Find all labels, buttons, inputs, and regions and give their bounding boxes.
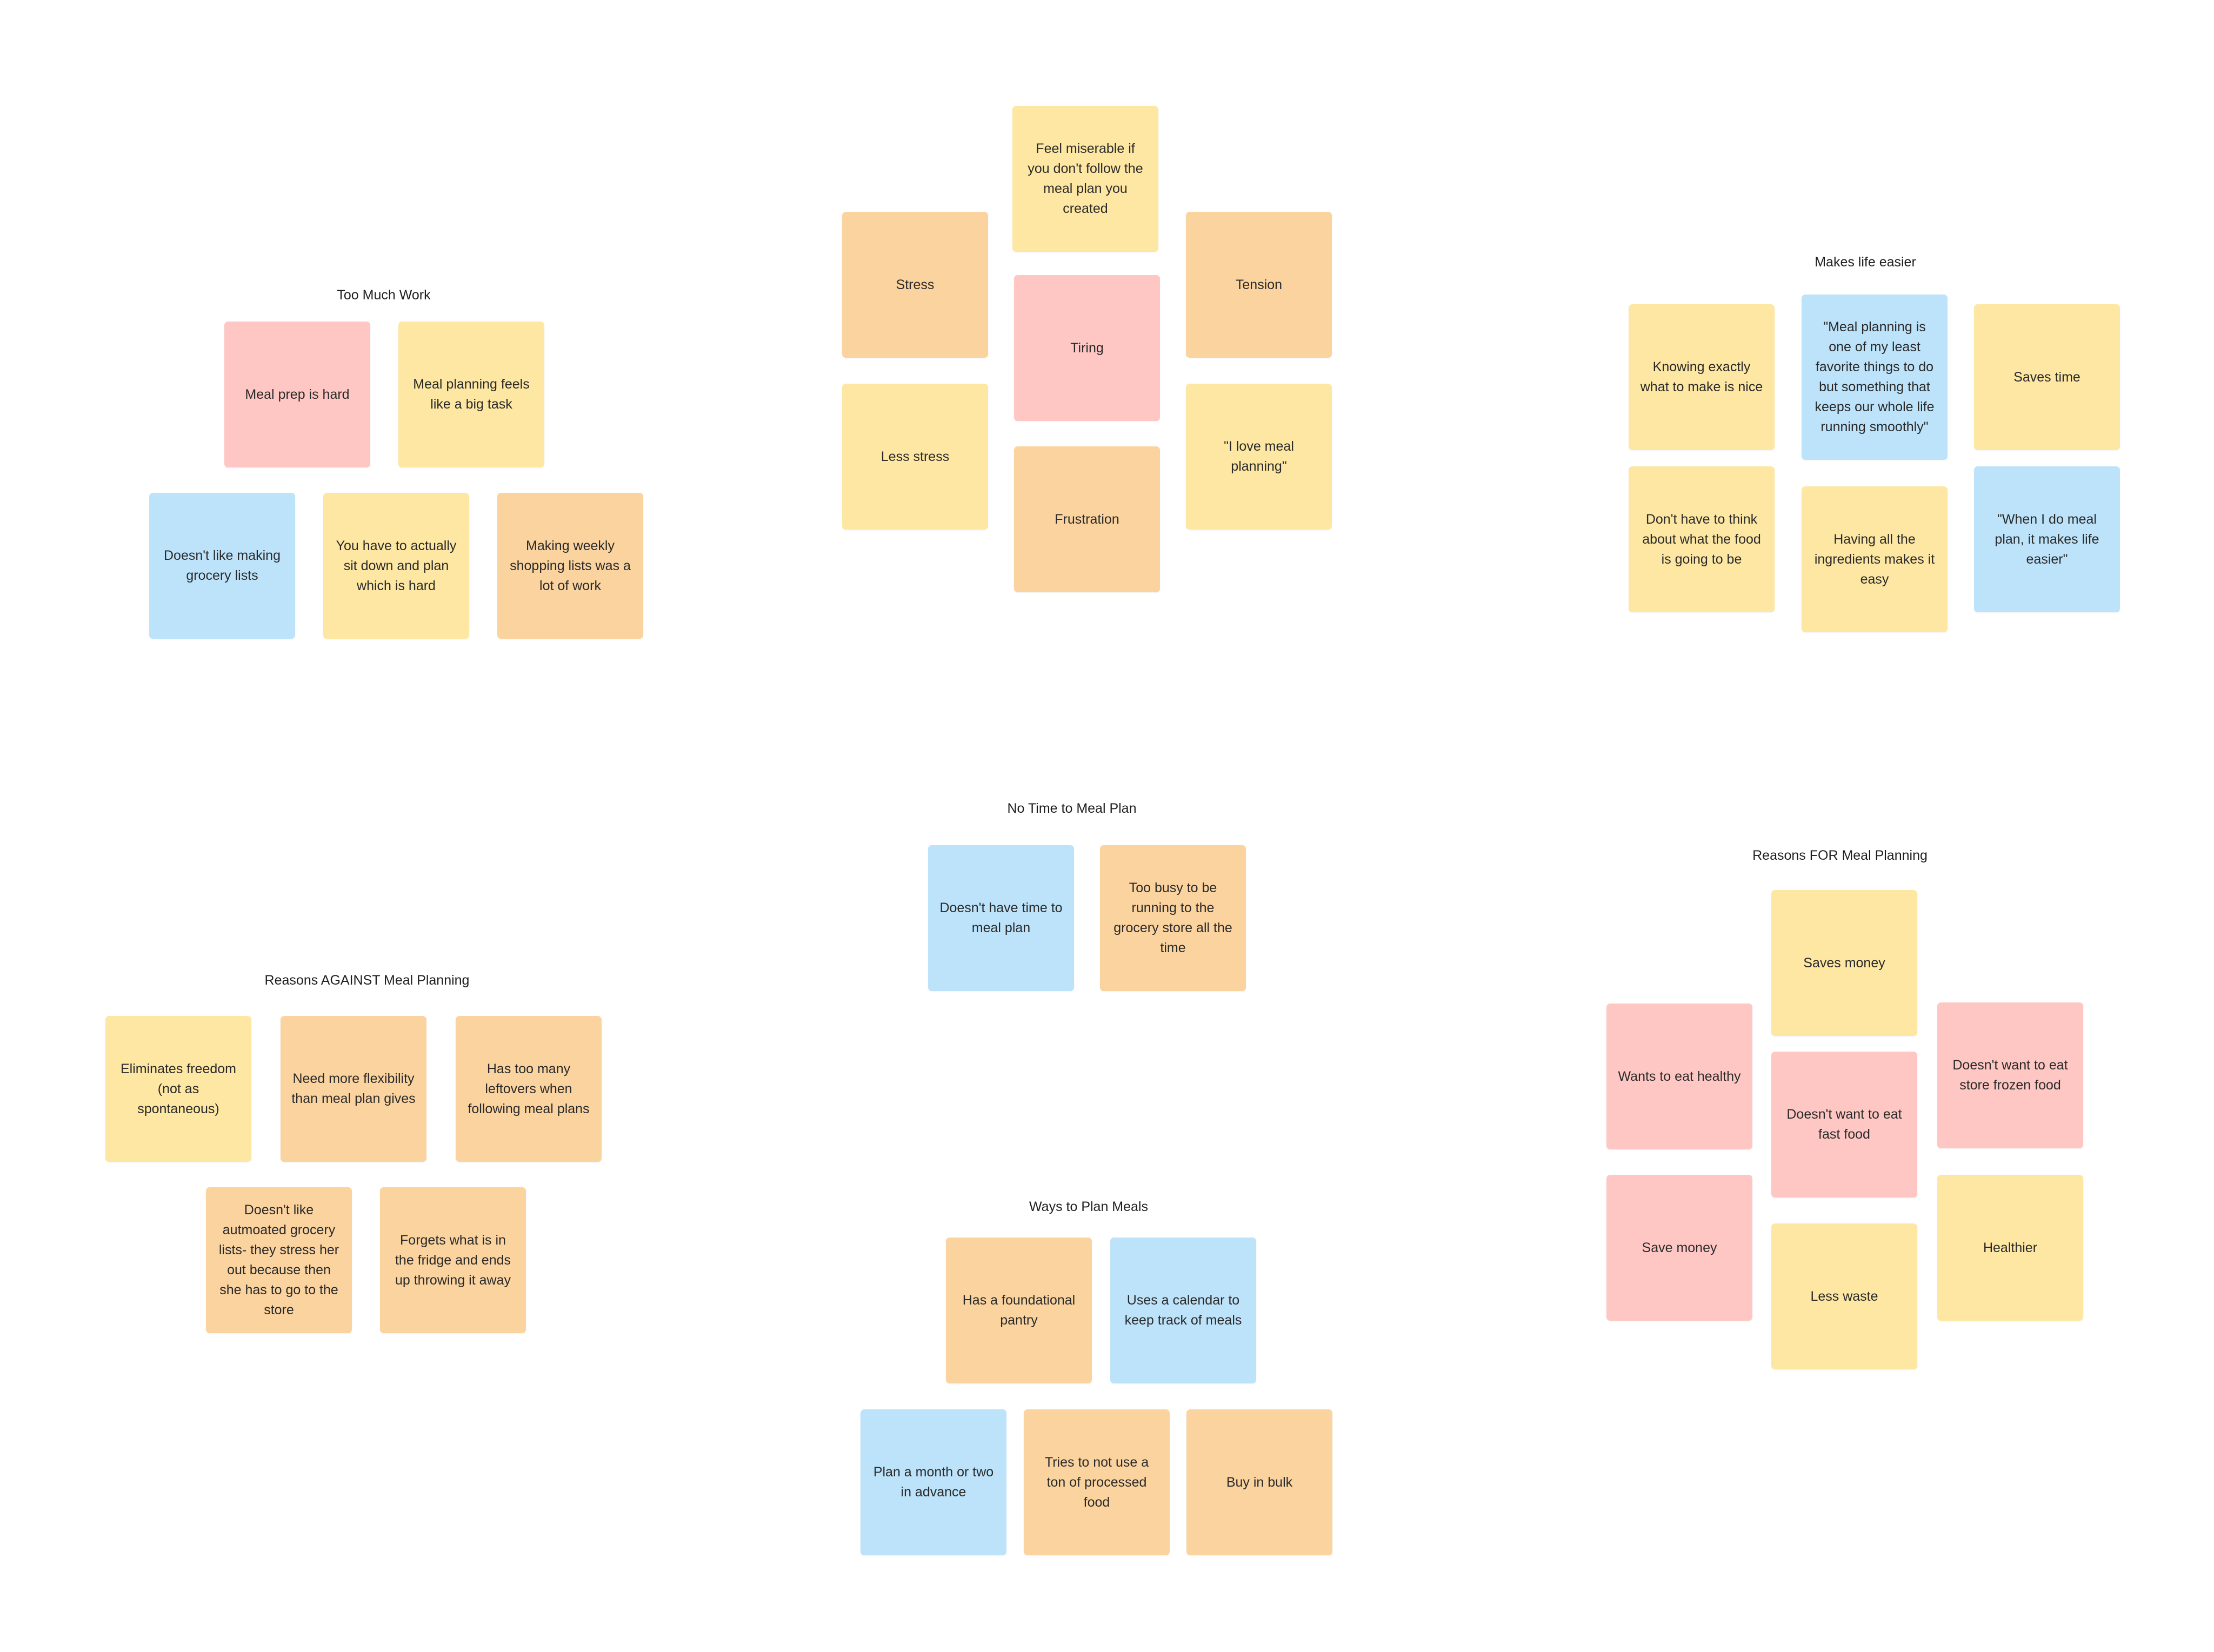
sticky-note[interactable]: "Meal planning is one of my least favori… — [1802, 295, 1948, 460]
sticky-note[interactable]: Saves money — [1771, 890, 1917, 1036]
sticky-note[interactable]: Doesn't want to eat store frozen food — [1937, 1002, 2083, 1148]
sticky-note[interactable]: Don't have to think about what the food … — [1629, 466, 1775, 612]
cluster-title-reasons-against: Reasons AGAINST Meal Planning — [264, 973, 470, 988]
sticky-note[interactable]: Making weekly shopping lists was a lot o… — [497, 493, 643, 639]
cluster-title-no-time: No Time to Meal Plan — [1007, 801, 1137, 816]
sticky-note[interactable]: Wants to eat healthy — [1606, 1004, 1752, 1149]
sticky-note[interactable]: "When I do meal plan, it makes life easi… — [1974, 466, 2120, 612]
sticky-note[interactable]: Save money — [1606, 1175, 1752, 1321]
sticky-note[interactable]: Less stress — [842, 384, 988, 530]
sticky-note[interactable]: Tries to not use a ton of processed food — [1024, 1409, 1170, 1555]
sticky-note[interactable]: Knowing exactly what to make is nice — [1629, 304, 1775, 450]
sticky-note[interactable]: Doesn't like autmoated grocery lists- th… — [206, 1187, 352, 1333]
sticky-note[interactable]: Has too many leftovers when following me… — [456, 1016, 602, 1162]
sticky-note[interactable]: Meal prep is hard — [224, 322, 370, 467]
sticky-note[interactable]: Doesn't want to eat fast food — [1771, 1052, 1917, 1198]
sticky-note[interactable]: Meal planning feels like a big task — [398, 322, 544, 467]
sticky-note[interactable]: Uses a calendar to keep track of meals — [1110, 1238, 1256, 1383]
sticky-note[interactable]: Need more flexibility than meal plan giv… — [281, 1016, 426, 1162]
cluster-title-reasons-for: Reasons FOR Meal Planning — [1752, 848, 1928, 863]
sticky-note[interactable]: Doesn't like making grocery lists — [149, 493, 295, 639]
sticky-note[interactable]: Has a foundational pantry — [946, 1238, 1092, 1383]
sticky-note[interactable]: Stress — [842, 212, 988, 358]
sticky-note[interactable]: You have to actually sit down and plan w… — [323, 493, 469, 639]
sticky-note[interactable]: Less waste — [1771, 1223, 1917, 1369]
sticky-note[interactable]: Tension — [1186, 212, 1332, 358]
sticky-note[interactable]: Having all the ingredients makes it easy — [1802, 486, 1948, 632]
sticky-note[interactable]: Plan a month or two in advance — [861, 1409, 1006, 1555]
sticky-note[interactable]: Tiring — [1014, 275, 1160, 421]
sticky-note[interactable]: "I love meal planning" — [1186, 384, 1332, 530]
sticky-note[interactable]: Buy in bulk — [1186, 1409, 1332, 1555]
sticky-note[interactable]: Eliminates freedom (not as spontaneous) — [105, 1016, 251, 1162]
cluster-title-too-much-work: Too Much Work — [337, 287, 431, 303]
cluster-title-ways-to-plan: Ways to Plan Meals — [1029, 1199, 1148, 1214]
sticky-note[interactable]: Too busy to be running to the grocery st… — [1100, 845, 1246, 991]
sticky-note[interactable]: Frustration — [1014, 446, 1160, 592]
sticky-note[interactable]: Healthier — [1937, 1175, 2083, 1321]
sticky-note[interactable]: Forgets what is in the fridge and ends u… — [380, 1187, 526, 1333]
cluster-title-makes-life-easier: Makes life easier — [1815, 255, 1916, 270]
sticky-note[interactable]: Doesn't have time to meal plan — [928, 845, 1074, 991]
sticky-note[interactable]: Feel miserable if you don't follow the m… — [1012, 106, 1158, 252]
sticky-note[interactable]: Saves time — [1974, 304, 2120, 450]
